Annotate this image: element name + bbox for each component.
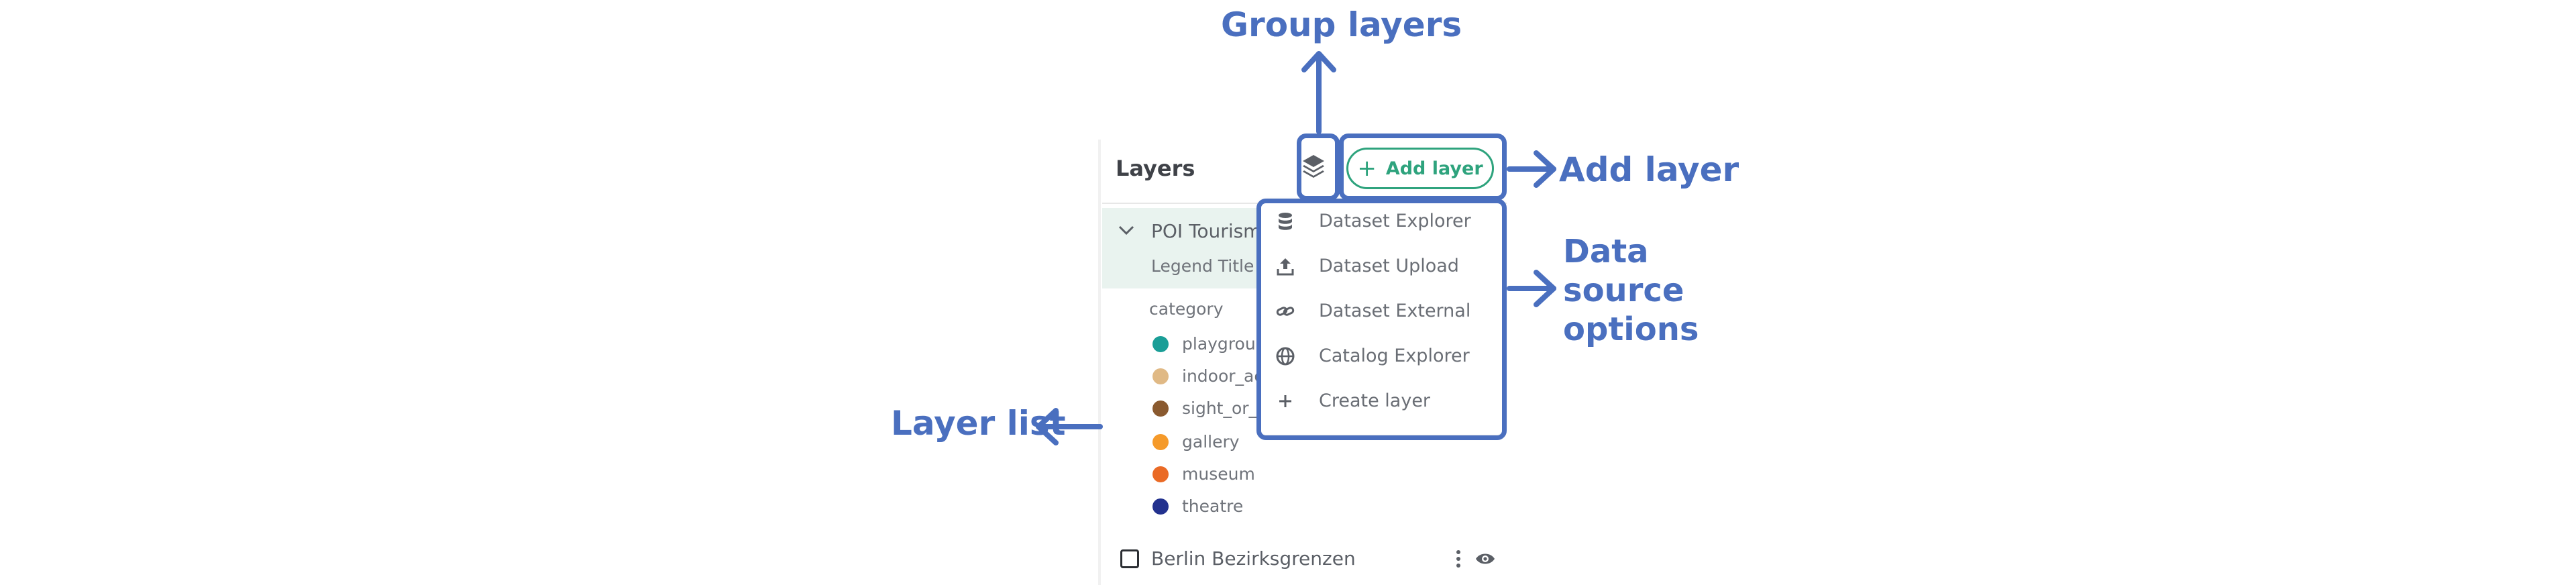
upload-icon [1276,257,1295,276]
highlight-data-source [1256,199,1507,440]
legend-item: sight_or_ [1152,398,1257,418]
menu-item-dataset-upload[interactable]: Dataset Upload [1276,256,1459,276]
annotation-line: options [1563,311,1699,348]
panel-title: Layers [1116,156,1195,181]
legend-item: gallery [1152,432,1240,451]
highlight-group-layers [1297,134,1340,201]
legend-dot [1152,400,1169,417]
eye-icon[interactable] [1474,551,1496,566]
legend-title: Legend Title [1151,256,1254,276]
menu-item-label: Catalog Explorer [1319,345,1470,366]
annotation-group-layers: Group layers [1221,5,1462,44]
layers-stack-icon [1303,155,1324,178]
add-layer-button[interactable]: + Add layer [1346,148,1494,189]
legend-field: category [1149,299,1224,319]
group-layers-button[interactable] [1301,149,1326,185]
panel-left-edge [1098,140,1102,585]
plus-icon: + [1357,155,1377,182]
legend-dot [1152,466,1169,482]
more-vertical-icon[interactable] [1454,549,1462,569]
legend-label: sight_or_ [1182,398,1258,418]
menu-item-create-layer[interactable]: Create layer [1276,390,1430,411]
legend-dot [1152,335,1169,352]
legend-item: theatre [1152,496,1243,516]
menu-item-label: Create layer [1319,390,1431,411]
legend-label: indoor_ac [1182,366,1264,386]
link-icon [1276,302,1295,321]
highlight-add-layer [1339,134,1507,201]
data-source-dropdown [1260,200,1503,435]
menu-item-label: Dataset External [1319,301,1471,321]
menu-item-dataset-external[interactable]: Dataset External [1276,301,1470,321]
annotation-line: source [1563,272,1684,309]
annotation-data-source: Data source options [1563,232,1699,349]
menu-item-label: Dataset Upload [1319,256,1459,276]
legend-label: gallery [1182,432,1240,451]
database-icon [1276,212,1295,231]
annotation-add-layer: Add layer [1559,150,1739,189]
legend-item: indoor_ac [1152,366,1263,386]
menu-item-catalog-explorer[interactable]: Catalog Explorer [1276,345,1470,366]
legend-dot [1152,498,1169,515]
annotation-line: Data [1563,233,1649,270]
legend-dot [1152,433,1169,450]
legend-label: museum [1182,464,1255,484]
legend-item: museum [1152,464,1255,484]
legend-dot [1152,368,1169,384]
menu-item-dataset-explorer[interactable]: Dataset Explorer [1276,211,1471,231]
layer-name: POI Tourism [1151,220,1262,242]
annotation-layer-list: Layer list [891,404,1066,443]
add-layer-label: Add layer [1385,158,1483,179]
plus-icon [1276,392,1295,411]
legend-label: theatre [1182,496,1244,516]
globe-icon [1276,347,1295,366]
layer-name: Berlin Bezirksgrenzen [1151,547,1356,570]
chevron-down-icon[interactable] [1118,223,1135,237]
layer-item-berlin-bezirksgrenzen[interactable]: Berlin Bezirksgrenzen [1120,547,1356,570]
layer-checkbox[interactable] [1120,549,1139,568]
menu-item-label: Dataset Explorer [1319,211,1471,231]
